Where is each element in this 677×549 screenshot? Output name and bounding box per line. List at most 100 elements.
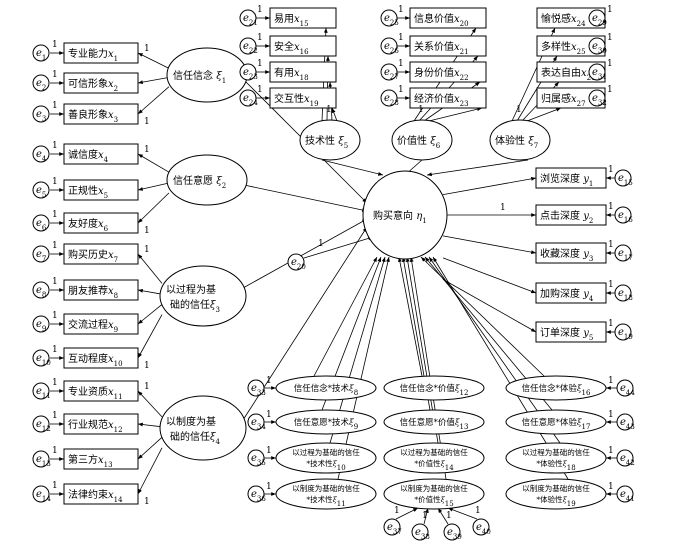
observed-y2	[535, 204, 607, 226]
latent-name-xi2: 信任意愿 ξ2	[173, 174, 226, 190]
latent-name2-xi4: 础的信任ξ4	[170, 430, 221, 446]
loading-x7	[137, 253, 163, 284]
observed-x8	[63, 279, 139, 301]
interaction-xi16	[505, 375, 607, 401]
observed-x9	[63, 313, 139, 335]
error-e18-label: e18	[618, 288, 633, 302]
observed-x12	[63, 413, 139, 435]
latent-name-xi3: 以过程为基	[166, 283, 216, 296]
loading-x2	[137, 77, 170, 85]
path-xi8-eta	[313, 256, 378, 377]
path-xi7-eta	[426, 159, 529, 177]
error-e37	[383, 518, 401, 536]
error-e30-label: e30	[592, 41, 607, 55]
observed-x19	[269, 87, 337, 109]
error-e4	[32, 145, 50, 163]
path-label: 1	[398, 5, 404, 15]
latent-name-eta1: 购买意向 η1	[373, 209, 427, 225]
error-e8	[32, 281, 50, 299]
latent-name2-xi3: 础的信任ξ3	[170, 298, 220, 314]
error-path-e37	[395, 507, 419, 520]
path-label: 1	[52, 177, 58, 187]
observed-label-x15: 易用x15	[274, 13, 309, 28]
interaction-name2-xi15: *价值性ξ15	[414, 494, 453, 508]
observed-x1	[63, 42, 139, 64]
error-e15	[614, 169, 632, 187]
observed-x23	[409, 87, 487, 109]
path-label: 1	[326, 105, 332, 115]
path-label: 1	[52, 481, 58, 491]
error-e14-label: e14	[36, 489, 51, 503]
latent-xi3	[159, 265, 247, 327]
error-e2	[32, 74, 50, 92]
path-label: 1	[52, 70, 58, 80]
observed-label-y2: 点击深度 y2	[540, 209, 593, 225]
path-label: 1	[144, 145, 150, 155]
loading-y3	[442, 235, 537, 255]
interaction-name-xi14: 以过程为基础的信任	[400, 447, 468, 457]
observed-label-x22: 身份价值x22	[414, 66, 469, 82]
path-label: 1	[257, 33, 263, 43]
observed-label-x13: 第三方x13	[68, 453, 113, 469]
path-label: 1	[52, 141, 58, 151]
error-e6-label: e6	[36, 218, 47, 232]
error-e38-label: e38	[415, 527, 430, 541]
path-label: 1	[52, 411, 58, 421]
error-e44	[616, 379, 634, 397]
path-label: 1	[52, 277, 58, 287]
error-e25-label: e25	[384, 13, 399, 27]
error-e1-label: e1	[36, 48, 46, 62]
path-label: 1	[257, 5, 263, 15]
observed-x20	[409, 7, 487, 29]
error-e9-label: e9	[36, 319, 46, 333]
error-e13	[32, 450, 50, 468]
latent-name-xi4: 以制度为基	[166, 415, 216, 428]
error-e3	[32, 105, 50, 123]
error-path-e20	[303, 236, 374, 259]
observed-x21	[409, 35, 487, 57]
path-label: 1	[257, 85, 263, 95]
path-label: 1	[52, 40, 58, 50]
path-xi19-eta	[432, 256, 569, 480]
loading-x13	[137, 437, 163, 460]
observed-label-x18: 有用x18	[274, 66, 309, 82]
loading-x8	[137, 288, 163, 295]
error-e8-label: e8	[36, 285, 46, 299]
error-e40	[472, 518, 490, 536]
error-e17	[614, 244, 632, 262]
error-e18	[614, 284, 632, 302]
error-e5	[32, 181, 50, 199]
error-e44-label: e44	[620, 383, 635, 397]
path-label: 1	[144, 44, 150, 54]
observed-label-x16: 安全x16	[274, 40, 309, 56]
error-e30	[588, 37, 606, 55]
error-e20-label: e20	[291, 257, 306, 271]
latent-name-xi1: 信任信念 ξ1	[173, 69, 226, 85]
path-label: 1	[52, 210, 58, 220]
error-e39	[443, 523, 461, 541]
error-e19-label: e19	[618, 327, 633, 341]
loading-x10	[137, 314, 163, 359]
error-e23	[239, 63, 257, 81]
path-label: 1	[144, 361, 150, 371]
observed-x18	[269, 61, 337, 83]
loading-y5	[442, 279, 537, 333]
error-e34	[247, 413, 265, 431]
error-e2-label: e2	[36, 78, 46, 92]
error-e27	[380, 63, 398, 81]
error-e34-label: e34	[251, 417, 266, 431]
path-xi15-eta	[409, 256, 447, 480]
error-e28-label: e28	[384, 93, 399, 107]
error-e10-label: e10	[36, 353, 51, 367]
path-label: 1	[52, 101, 58, 111]
loading-x14	[137, 447, 163, 495]
interaction-name-xi10: 以过程为基础的信任	[292, 447, 360, 457]
error-e13-label: e13	[36, 454, 51, 468]
error-e7	[32, 245, 50, 263]
loading-y4	[442, 257, 537, 294]
error-e29	[588, 9, 606, 27]
error-e29-label: e29	[592, 13, 607, 27]
path-xi5-eta	[321, 159, 384, 176]
error-e21-label: e21	[243, 13, 258, 27]
